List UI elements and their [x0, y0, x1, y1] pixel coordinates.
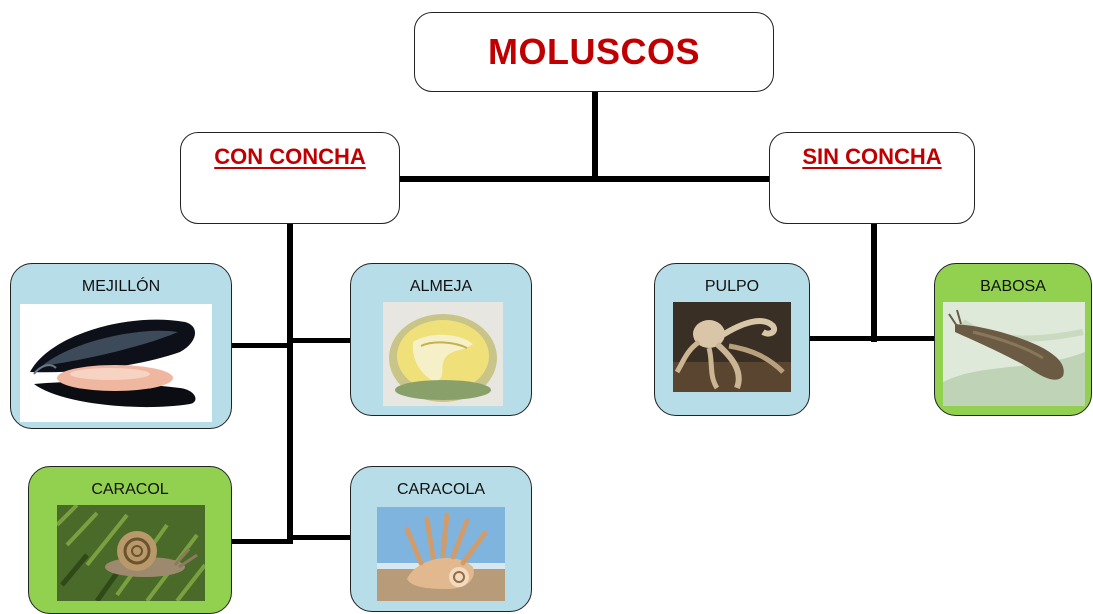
connector-caracola — [287, 535, 353, 540]
card-caracola-label: CARACOLA — [396, 481, 486, 498]
group-without-shell: SIN CONCHA — [769, 132, 975, 224]
pulpo-image — [673, 302, 791, 392]
card-caracol: CARACOL — [28, 466, 232, 614]
connector-horizontal-top — [400, 176, 772, 182]
card-almeja-label: ALMEJA — [409, 278, 473, 295]
group-with-shell-title: CON CONCHA — [214, 144, 366, 169]
card-mejillon: MEJILLÓN — [10, 263, 232, 429]
card-babosa: BABOSA — [934, 263, 1092, 416]
group-with-shell: CON CONCHA — [180, 132, 400, 224]
card-caracol-label: CARACOL — [91, 481, 169, 498]
mejillon-image — [20, 304, 212, 422]
connector-right-trunk — [871, 224, 877, 342]
connector-pulpo-babosa — [810, 336, 936, 341]
caracola-image — [377, 507, 505, 601]
root-title: MOLUSCOS — [487, 31, 700, 72]
card-almeja: ALMEJA — [350, 263, 532, 416]
card-pulpo-label: PULPO — [704, 278, 760, 295]
card-mejillon-label: MEJILLÓN — [81, 278, 161, 295]
almeja-image — [383, 302, 503, 406]
group-without-shell-title: SIN CONCHA — [802, 144, 942, 169]
babosa-image — [943, 302, 1085, 406]
card-babosa-label: BABOSA — [980, 278, 1046, 295]
connector-left-trunk — [287, 224, 293, 544]
root-node: MOLUSCOS — [414, 12, 774, 92]
connector-caracol — [232, 539, 293, 544]
connector-mejillon — [230, 343, 293, 348]
connector-root-trunk — [592, 92, 598, 182]
card-caracola: CARACOLA — [350, 466, 532, 612]
card-pulpo: PULPO — [654, 263, 810, 416]
connector-almeja — [287, 338, 353, 343]
caracol-image — [57, 505, 205, 601]
